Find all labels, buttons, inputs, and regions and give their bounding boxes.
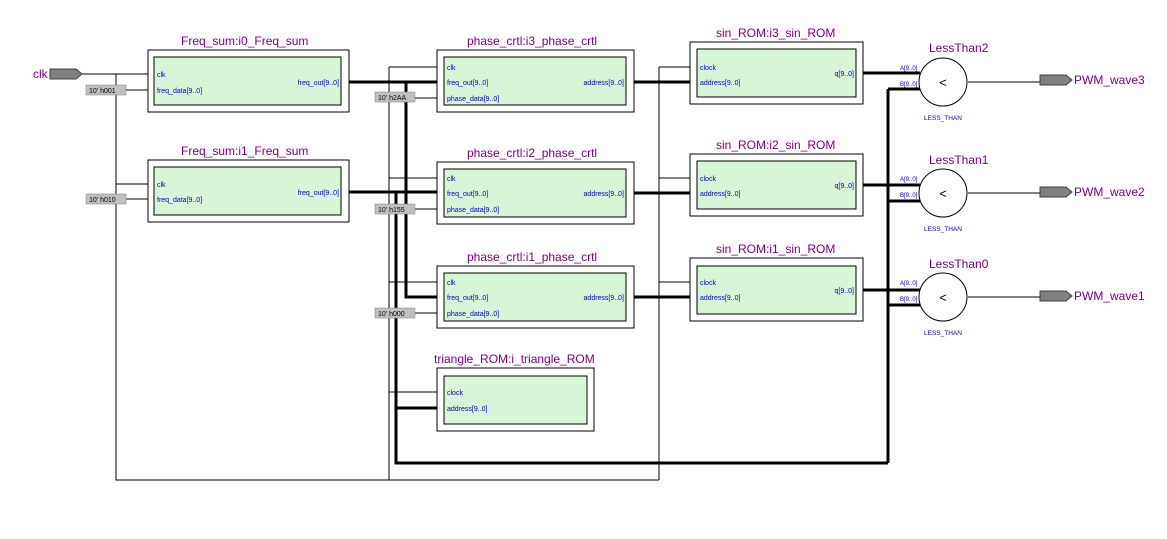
svg-text:freq_data[9..0]: freq_data[9..0]: [157, 88, 202, 95]
svg-text:q[9..0]: q[9..0]: [835, 71, 855, 78]
wires: [82, 66, 1040, 481]
svg-text:address[9..0]: address[9..0]: [700, 295, 741, 302]
const-h000: 10' h000: [374, 307, 416, 319]
svg-text:phase_data[9..0]: phase_data[9..0]: [447, 311, 499, 318]
less-than1-comparator[interactable]: LessThan1 < A[9..0] B[9..0] LESS_THAN: [900, 153, 989, 233]
svg-text:LESS_THAN: LESS_THAN: [924, 330, 962, 337]
output-pin-icon: [1039, 186, 1073, 198]
svg-text:10' h2AA: 10' h2AA: [378, 95, 407, 102]
less-than0-comparator[interactable]: LessThan0 < A[9..0] B[9..0] LESS_THAN: [900, 257, 989, 337]
svg-text:freq_out[9..0]: freq_out[9..0]: [447, 295, 488, 302]
svg-text:clk: clk: [447, 65, 456, 72]
triangle-rom-block[interactable]: triangle_ROM:i_triangle_ROM clock addres…: [434, 352, 595, 432]
less-than-symbol: <: [939, 186, 947, 201]
svg-text:clock: clock: [700, 65, 716, 72]
phase-crtl-i3-block[interactable]: phase_crtl:i3_phase_crtl clk freq_out[9.…: [436, 34, 635, 113]
block-title: Freq_sum:i0_Freq_sum: [181, 34, 308, 48]
svg-text:address[9..0]: address[9..0]: [447, 406, 488, 413]
clk-net: [82, 66, 690, 481]
svg-text:freq_out[9..0]: freq_out[9..0]: [298, 80, 339, 87]
svg-text:freq_out[9..0]: freq_out[9..0]: [298, 190, 339, 197]
svg-text:B[9..0]: B[9..0]: [900, 82, 918, 88]
svg-text:10' h155: 10' h155: [378, 207, 405, 214]
svg-text:10' h010: 10' h010: [89, 197, 116, 204]
comparator-title: LessThan0: [929, 257, 989, 271]
svg-text:clock: clock: [447, 390, 463, 397]
svg-text:q[9..0]: q[9..0]: [835, 288, 855, 295]
sin-rom-i1-block[interactable]: sin_ROM:i1_sin_ROM clock address[9..0] q…: [689, 242, 864, 322]
svg-text:A[9..0]: A[9..0]: [900, 281, 918, 287]
cmp-b-bus: [886, 87, 920, 463]
svg-text:address[9..0]: address[9..0]: [584, 295, 625, 302]
block-title: Freq_sum:i1_Freq_sum: [181, 144, 308, 158]
const-h155: 10' h155: [374, 203, 416, 215]
less-than-symbol: <: [939, 75, 947, 90]
comparator-title: LessThan1: [929, 153, 989, 167]
pwm-wave2-label: PWM_wave2: [1074, 185, 1145, 199]
freq0-out-bus: [349, 80, 437, 299]
block-title: sin_ROM:i3_sin_ROM: [716, 26, 835, 40]
pwm-wave1-label: PWM_wave1: [1074, 289, 1145, 303]
svg-text:address[9..0]: address[9..0]: [584, 191, 625, 198]
svg-text:B[9..0]: B[9..0]: [900, 193, 918, 199]
pwm-wave2-output-pin[interactable]: PWM_wave2: [1039, 185, 1145, 199]
svg-text:freq_out[9..0]: freq_out[9..0]: [447, 191, 488, 198]
less-than-symbol: <: [939, 290, 947, 305]
less-than2-comparator[interactable]: LessThan2 < A[9..0] B[9..0] LESS_THAN: [900, 41, 989, 122]
rom-to-cmp-buses: [863, 71, 920, 292]
svg-text:10' h001: 10' h001: [89, 88, 116, 95]
const-h2AA: 10' h2AA: [374, 91, 416, 103]
svg-text:LESS_THAN: LESS_THAN: [924, 226, 962, 233]
const-h001: 10' h001: [85, 84, 127, 96]
svg-text:phase_data[9..0]: phase_data[9..0]: [447, 96, 499, 103]
svg-text:clk: clk: [157, 72, 166, 79]
block-title: triangle_ROM:i_triangle_ROM: [434, 352, 595, 366]
svg-text:clock: clock: [700, 176, 716, 183]
svg-text:clk: clk: [447, 176, 456, 183]
svg-text:freq_out[9..0]: freq_out[9..0]: [447, 80, 488, 87]
sin-rom-i3-block[interactable]: sin_ROM:i3_sin_ROM clock address[9..0] q…: [689, 26, 864, 105]
phase-crtl-i2-block[interactable]: phase_crtl:i2_phase_crtl clk freq_out[9.…: [436, 146, 635, 225]
svg-text:10' h000: 10' h000: [378, 311, 405, 318]
freq-sum-i0-block[interactable]: Freq_sum:i0_Freq_sum clk freq_data[9..0]…: [147, 34, 350, 113]
svg-text:q[9..0]: q[9..0]: [835, 183, 855, 190]
svg-text:clk: clk: [447, 280, 456, 287]
svg-text:A[9..0]: A[9..0]: [900, 177, 918, 183]
pwm-wave3-label: PWM_wave3: [1074, 73, 1145, 87]
clk-input-pin[interactable]: clk: [33, 67, 83, 81]
block-title: sin_ROM:i1_sin_ROM: [716, 242, 835, 256]
output-pin-icon: [1039, 290, 1073, 302]
pwm-wave3-output-pin[interactable]: PWM_wave3: [1039, 73, 1145, 87]
sin-rom-i2-block[interactable]: sin_ROM:i2_sin_ROM clock address[9..0] q…: [689, 138, 864, 217]
svg-text:address[9..0]: address[9..0]: [584, 80, 625, 87]
svg-text:B[9..0]: B[9..0]: [900, 297, 918, 303]
svg-text:phase_data[9..0]: phase_data[9..0]: [447, 207, 499, 214]
phase-crtl-i1-block[interactable]: phase_crtl:i1_phase_crtl clk freq_out[9.…: [436, 250, 635, 329]
svg-text:address[9..0]: address[9..0]: [700, 80, 741, 87]
block-title: sin_ROM:i2_sin_ROM: [716, 138, 835, 152]
cmp-out-wires: [968, 81, 1040, 298]
output-pin-icon: [1039, 74, 1073, 86]
comparator-title: LessThan2: [929, 41, 989, 55]
block-title: phase_crtl:i3_phase_crtl: [467, 34, 597, 48]
svg-text:freq_data[9..0]: freq_data[9..0]: [157, 197, 202, 204]
pwm-wave1-output-pin[interactable]: PWM_wave1: [1039, 289, 1145, 303]
block-title: phase_crtl:i1_phase_crtl: [467, 250, 597, 264]
svg-text:clk: clk: [157, 182, 166, 189]
svg-text:LESS_THAN: LESS_THAN: [924, 115, 962, 122]
freq-sum-i1-block[interactable]: Freq_sum:i1_Freq_sum clk freq_data[9..0]…: [147, 144, 350, 223]
phase-to-rom-buses: [634, 80, 690, 299]
input-pin-icon: [49, 68, 83, 80]
freq1-out-bus: [349, 190, 888, 465]
block-title: phase_crtl:i2_phase_crtl: [467, 146, 597, 160]
const-h010: 10' h010: [85, 193, 127, 205]
svg-text:clock: clock: [700, 280, 716, 287]
svg-text:address[9..0]: address[9..0]: [700, 191, 741, 198]
const-stubs: [126, 89, 437, 314]
clk-label: clk: [33, 67, 49, 81]
svg-text:A[9..0]: A[9..0]: [900, 66, 918, 72]
